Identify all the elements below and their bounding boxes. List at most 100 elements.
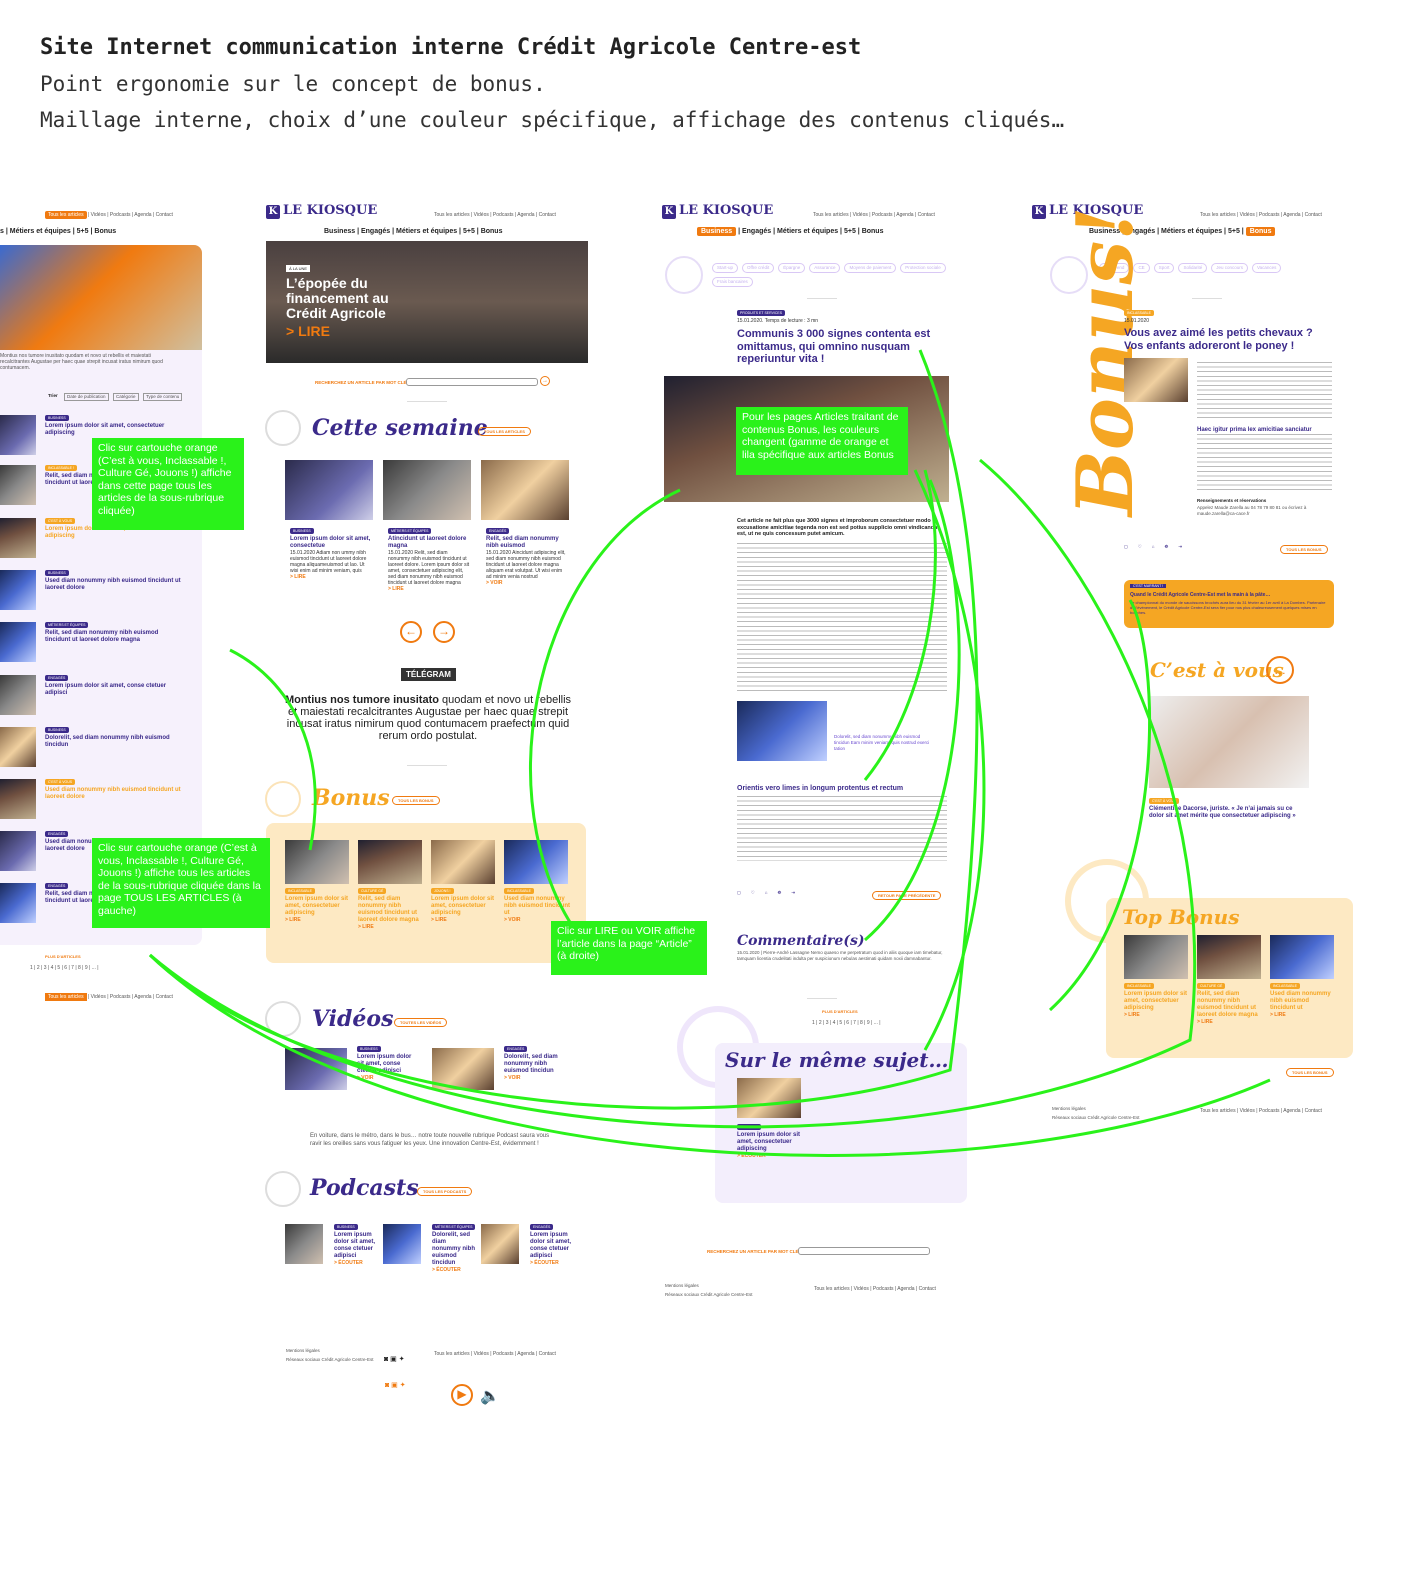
subcategory-tag[interactable]: Sport: [1153, 263, 1175, 273]
nav-engages[interactable]: Engagés: [741, 228, 772, 235]
card-image[interactable]: [285, 460, 373, 520]
footer-links[interactable]: Tous les articles | Vidéos | Podcasts | …: [1200, 1108, 1322, 1114]
card-image[interactable]: [431, 840, 495, 884]
card-image[interactable]: [1197, 935, 1261, 979]
nav-55[interactable]: 5+5: [843, 228, 856, 235]
share-icons[interactable]: ◻♡⌂❁⇥: [1124, 544, 1193, 549]
footer-mentions[interactable]: Mentions légales: [286, 1348, 320, 1353]
pagination[interactable]: 1 | 2 | 3 | 4 | 5 | 6 | 7 | 8 | 9 | ... …: [30, 965, 99, 971]
subcategory-tag[interactable]: Vacances: [1252, 263, 1282, 273]
nav-metiers[interactable]: Métiers et équipes: [777, 228, 839, 235]
back-button[interactable]: RETOUR PAGE PRÉCÉDENTE: [872, 891, 942, 900]
pagination[interactable]: 1 | 2 | 3 | 4 | 5 | 6 | 7 | 8 | 9 | ... …: [812, 1020, 881, 1026]
nav-business[interactable]: Business: [324, 228, 356, 235]
card-image[interactable]: [285, 840, 349, 884]
all-bonus-button[interactable]: TOUS LES BONUS: [1286, 1068, 1334, 1077]
more-articles-button[interactable]: PLUS D'ARTICLES: [822, 1009, 858, 1014]
bonus-card[interactable]: JOUONS !Lorem ipsum dolor sit amet, cons…: [431, 888, 495, 923]
subcategory-tag[interactable]: Start-up: [712, 263, 739, 273]
play-icon[interactable]: ▶: [451, 1384, 473, 1406]
subcategory-tag[interactable]: Protection sociale: [900, 263, 946, 273]
filter-category[interactable]: Catégorie: [113, 393, 139, 401]
subcategory-tag[interactable]: Épargne: [778, 263, 806, 273]
subcategory-tag[interactable]: Offre crédit: [742, 263, 775, 273]
all-bonus-button[interactable]: TOUS LES BONUS: [392, 796, 440, 805]
more-articles-button[interactable]: PLUS D'ARTICLES: [45, 954, 81, 959]
social-icons[interactable]: ◙ ▣ ✦: [385, 1382, 406, 1389]
next-arrow-icon[interactable]: →: [433, 621, 455, 643]
all-podcasts-button[interactable]: TOUS LES PODCASTS: [417, 1187, 473, 1196]
filter-date[interactable]: Date de publication: [64, 393, 109, 401]
footer-links[interactable]: Tous les articles | Vidéos | Podcasts | …: [814, 1286, 936, 1292]
main-nav[interactable]: Business | Engagés | Métiers et équipes …: [324, 228, 503, 235]
top-links[interactable]: Tous les articles | Vidéos | Podcasts | …: [813, 212, 935, 218]
main-nav[interactable]: s | Métiers et équipes | 5+5 | Bonus: [0, 228, 117, 235]
hero-link[interactable]: > LIRE: [286, 323, 330, 339]
all-articles-button[interactable]: TOUS LES ARTICLES: [478, 427, 531, 436]
nav-bonus[interactable]: Bonus: [861, 228, 884, 235]
search-input[interactable]: [798, 1247, 930, 1255]
footer-links[interactable]: Tous les articles | Vidéos | Podcasts | …: [434, 1351, 556, 1357]
nav-bonus[interactable]: Bonus: [1245, 227, 1276, 236]
footer-mentions[interactable]: Mentions légales: [665, 1283, 699, 1288]
nav-metiers[interactable]: Métiers et équipes: [396, 228, 458, 235]
card-image[interactable]: [358, 840, 422, 884]
top-links[interactable]: Tous les articles | Vidéos | Podcasts | …: [1200, 212, 1322, 218]
nav-business[interactable]: Business: [1089, 228, 1121, 235]
video-thumb[interactable]: [432, 1048, 494, 1090]
podcast-thumb[interactable]: [383, 1224, 421, 1264]
subcategory-tag[interactable]: Jeu concours: [1211, 263, 1248, 273]
subcategory-tag[interactable]: Week-end: [1099, 263, 1130, 273]
card-image[interactable]: [383, 460, 471, 520]
all-videos-button[interactable]: TOUTES LES VIDÉOS: [394, 1018, 448, 1027]
card-image[interactable]: [1124, 935, 1188, 979]
nav-bonus[interactable]: Bonus: [480, 228, 503, 235]
nav-engages[interactable]: Engagés: [360, 228, 391, 235]
subcategory-tag[interactable]: Assurance: [809, 263, 841, 273]
top-links[interactable]: Tous les articles | Vidéos | Podcasts | …: [434, 212, 556, 218]
nav-55[interactable]: 5+5: [1227, 228, 1240, 235]
filter-type[interactable]: Type de contenu: [143, 393, 183, 401]
podcast-thumb[interactable]: [481, 1224, 519, 1264]
related-image[interactable]: [737, 1078, 801, 1118]
main-nav[interactable]: Business | Engagés | Métiers et équipes …: [1089, 227, 1276, 236]
search-input[interactable]: [406, 378, 538, 386]
prev-arrow-icon[interactable]: ←: [400, 621, 422, 643]
subcategory-tag[interactable]: Frais bancaires: [712, 277, 753, 287]
nav-business[interactable]: Business: [697, 227, 737, 236]
nav-metiers[interactable]: Métiers et équipes: [1161, 228, 1223, 235]
card-image[interactable]: [1270, 935, 1334, 979]
share-icons[interactable]: ◻♡⌂❁⇥: [737, 890, 806, 895]
card-image[interactable]: [481, 460, 569, 520]
hero-image[interactable]: À LA UNE L’épopée du financement au Créd…: [266, 241, 588, 363]
all-bonus-button[interactable]: TOUS LES BONUS: [1280, 545, 1328, 554]
subcategory-tag[interactable]: CE: [1133, 263, 1150, 273]
card-image[interactable]: [504, 840, 568, 884]
social-icons[interactable]: ◙ ▣ ✦: [384, 1356, 405, 1363]
speaker-icon[interactable]: 🔈: [480, 1388, 500, 1405]
top-links[interactable]: Tous les articles | Vidéos | Podcasts | …: [45, 211, 173, 219]
podcast-thumb[interactable]: [285, 1224, 323, 1264]
alert-box[interactable]: C'EST MARRANT ! Quand le Crédit Agricole…: [1124, 580, 1334, 628]
